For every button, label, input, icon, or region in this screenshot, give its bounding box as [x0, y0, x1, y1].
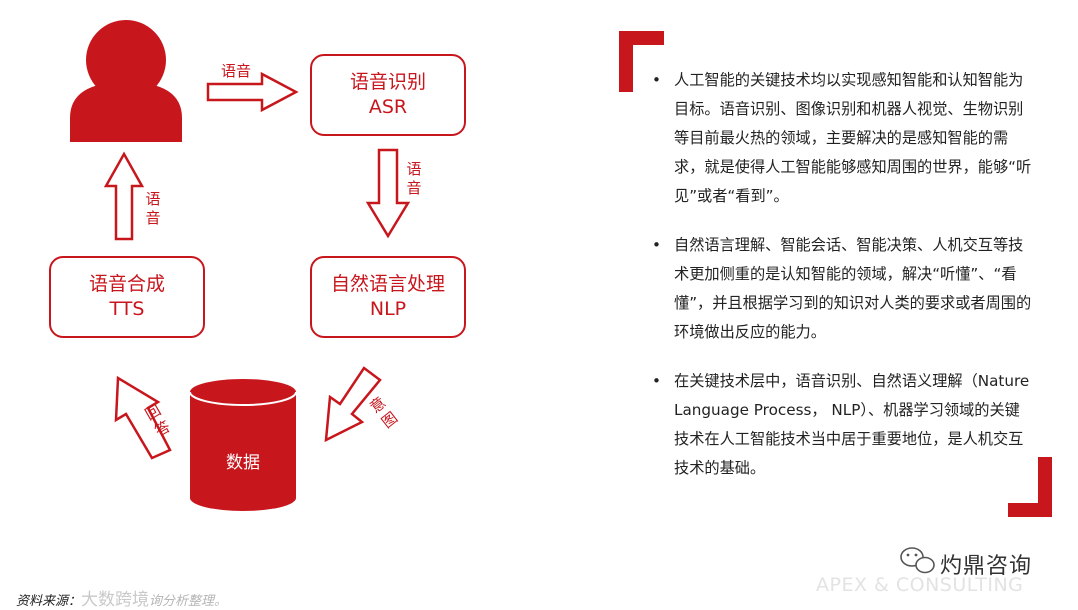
corner-bracket-bottom-right [1008, 457, 1052, 517]
source-label: 资料来源： [16, 594, 82, 609]
bullet-text: 人工智能的关键技术均以实现感知智能和认知智能为目标。语音识别、图像识别和机器人视… [674, 71, 1032, 205]
arrow-user-to-asr [206, 71, 299, 113]
node-tts: 语音合成 TTS [49, 256, 205, 338]
source-note: 资料来源：大数跨境询分析整理。 [16, 585, 227, 610]
bullet-item: • 自然语言理解、智能会话、智能决策、人机交互等技术更加侧重的是认知智能的领域，解… [652, 231, 1034, 347]
node-nlp-subtitle: NLP [369, 298, 407, 320]
brand-en: APEX & CONSULTING [816, 574, 1024, 596]
node-tts-title: 语音合成 [88, 273, 165, 295]
bullet-text: 自然语言理解、智能会话、智能决策、人机交互等技术更加侧重的是认知智能的领域，解决… [674, 236, 1032, 341]
bullet-marker: • [652, 71, 661, 89]
arrow-asr-to-nlp [365, 148, 411, 239]
source-tail: 询分析整理。 [149, 594, 228, 609]
user-icon [70, 20, 182, 142]
wechat-icon [900, 547, 935, 574]
node-asr-title: 语音识别 [349, 71, 426, 93]
bullet-item: • 人工智能的关键技术均以实现感知智能和认知智能为目标。语音识别、图像识别和机器人… [652, 66, 1034, 211]
arrow-db-to-tts [114, 375, 172, 460]
arrow-nlp-to-db [324, 366, 382, 443]
brand-cn: 灼鼎咨询 [940, 554, 1033, 579]
database-icon [189, 379, 297, 511]
bullet-marker: • [652, 372, 661, 390]
node-nlp-title: 自然语言处理 [330, 273, 445, 295]
label-user-to-asr: 语音 [221, 62, 252, 80]
arrow-tts-to-user [103, 151, 145, 241]
corner-bracket-top-left [619, 31, 664, 92]
label-asr-to-nlp: 语音 [406, 160, 422, 197]
source-watermark: 大数跨境 [81, 590, 150, 610]
node-nlp: 自然语言处理 NLP [310, 256, 466, 338]
database-label: 数据 [226, 453, 260, 473]
node-tts-subtitle: TTS [109, 298, 145, 320]
label-tts-to-user: 语音 [145, 190, 161, 227]
bullet-marker: • [652, 236, 661, 254]
node-asr: 语音识别 ASR [310, 54, 466, 136]
bullet-item: • 在关键技术层中，语音识别、自然语义理解（Nature Language Pro… [652, 367, 1034, 483]
node-asr-subtitle: ASR [368, 96, 408, 118]
bullet-text: 在关键技术层中，语音识别、自然语义理解（Nature Language Proc… [674, 372, 1030, 477]
bullet-list: • 人工智能的关键技术均以实现感知智能和认知智能为目标。语音识别、图像识别和机器人… [652, 66, 1034, 503]
